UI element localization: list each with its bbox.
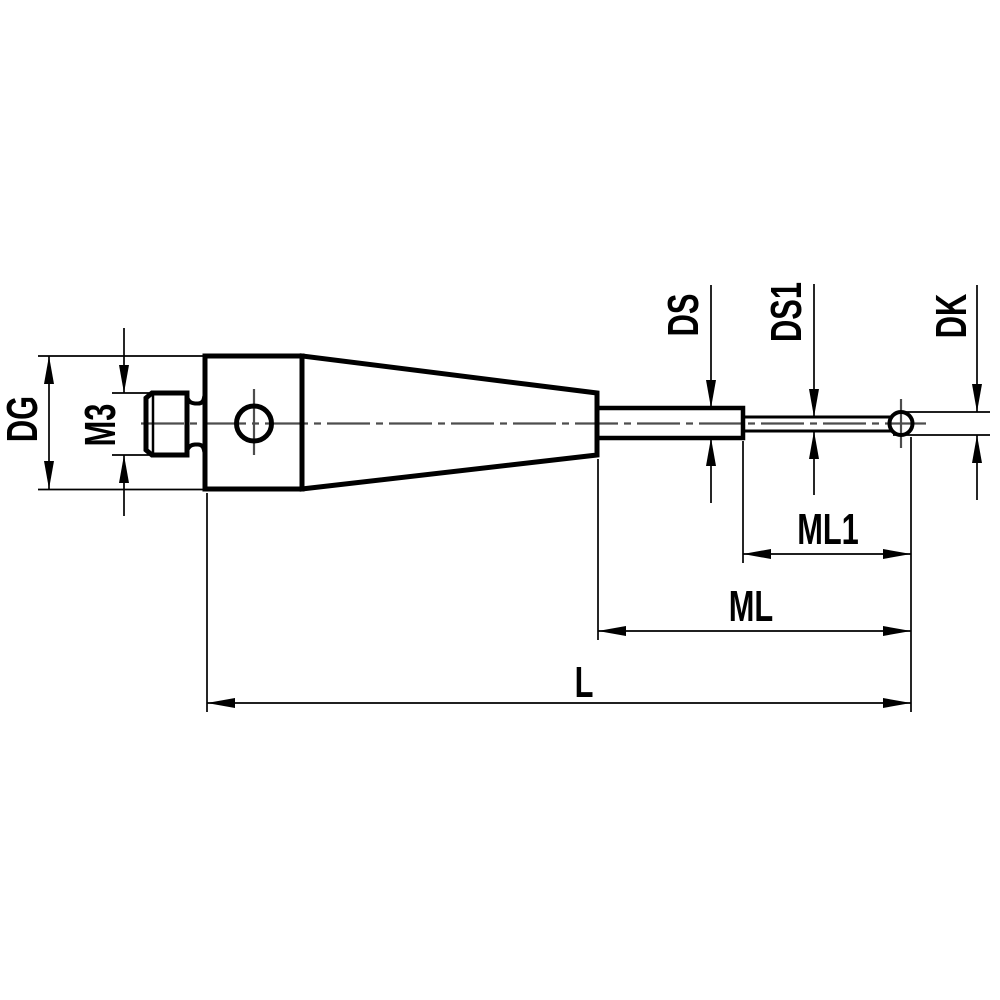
label-ml: ML: [729, 583, 773, 632]
l-arrow-right: [883, 698, 911, 708]
l-arrow-left: [207, 698, 235, 708]
label-ds1: DS1: [763, 282, 812, 342]
ds-arrow-down: [706, 380, 716, 408]
ds-arrow-up: [706, 438, 716, 466]
stem-outline: [594, 405, 746, 441]
holder-body: [202, 353, 305, 492]
dg-arrow-up: [44, 356, 54, 384]
dimension-lines: [38, 284, 990, 712]
ds1-arrow-up: [809, 431, 819, 459]
thread-neck-top: [184, 393, 207, 406]
ds1-arrow-down: [809, 389, 819, 417]
taper-outline: [299, 353, 600, 492]
ml1-arrow-right: [883, 549, 911, 559]
ml-arrow-right: [883, 626, 911, 636]
label-dk: DK: [928, 293, 977, 338]
thread-neck-bottom: [184, 442, 207, 455]
ml-arrow-left: [598, 626, 626, 636]
part-geometry: [143, 353, 915, 492]
dg-arrow-down: [44, 461, 54, 489]
m3-arrow-down: [119, 365, 129, 393]
label-dg: DG: [0, 396, 47, 442]
label-ml1: ML1: [797, 506, 859, 555]
label-m3: M3: [77, 404, 126, 447]
centerlines: [141, 389, 926, 455]
cross-hole: [234, 403, 274, 444]
label-l: L: [575, 659, 594, 708]
dk-arrow-down: [972, 384, 982, 412]
ml1-arrow-left: [743, 549, 771, 559]
dimension-labels: DG M3 DS DS1 DK ML1 ML L: [0, 282, 976, 707]
m3-arrow-up: [119, 455, 129, 483]
label-ds: DS: [660, 294, 709, 337]
arrowheads: [44, 356, 982, 708]
dk-arrow-up: [972, 435, 982, 463]
